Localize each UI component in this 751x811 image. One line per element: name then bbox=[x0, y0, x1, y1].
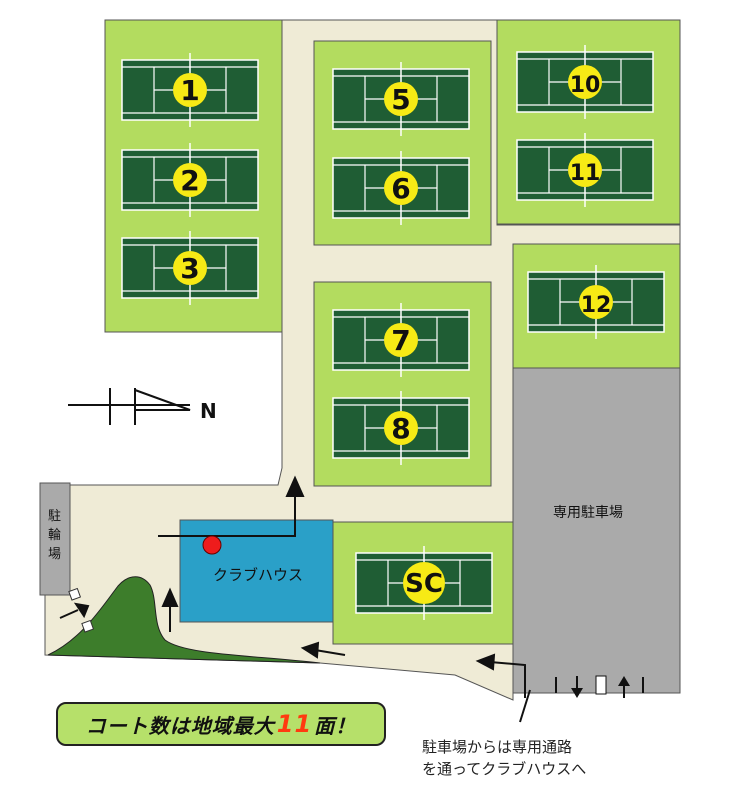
court-label: 7 bbox=[391, 324, 410, 357]
parking-gate bbox=[555, 675, 644, 698]
court-label: 6 bbox=[391, 172, 410, 205]
court-5: 5 bbox=[332, 62, 470, 136]
north-compass-icon bbox=[68, 388, 191, 425]
court-marker-icon bbox=[568, 153, 602, 187]
court-label: 11 bbox=[570, 161, 601, 186]
clubhouse-entrance-dot bbox=[202, 535, 222, 555]
court-marker-icon bbox=[384, 323, 418, 357]
parking-label: 専用駐車場 bbox=[553, 504, 623, 521]
court-label: 3 bbox=[180, 252, 199, 285]
gate-marker bbox=[68, 587, 82, 601]
court-marker-icon bbox=[384, 411, 418, 445]
court-10: 10 bbox=[516, 45, 654, 119]
court-12: 12 bbox=[527, 265, 665, 339]
gate-marker bbox=[81, 619, 95, 633]
court-label: 8 bbox=[391, 412, 410, 445]
parking-route-note: 駐車場からは専用通路 を通ってクラブハウスへ bbox=[422, 736, 586, 780]
banner-suffix: 面！ bbox=[314, 713, 357, 738]
court-6: 6 bbox=[332, 151, 470, 225]
court-marker-icon bbox=[173, 163, 207, 197]
route-arrows bbox=[59, 475, 531, 723]
court-label: 10 bbox=[570, 73, 601, 98]
bicycle-parking bbox=[39, 482, 71, 596]
court-7: 7 bbox=[332, 303, 470, 377]
court-1: 1 bbox=[121, 53, 259, 127]
court-label: 1 bbox=[180, 74, 199, 107]
court-marker-icon bbox=[403, 562, 445, 604]
court-marker-icon bbox=[384, 82, 418, 116]
note-line-1: 駐車場からは専用通路 bbox=[422, 738, 573, 756]
court-3: 3 bbox=[121, 231, 259, 305]
note-line-2: を通ってクラブハウスへ bbox=[422, 760, 587, 778]
court-8: 8 bbox=[332, 391, 470, 465]
banner-number: 11 bbox=[276, 710, 313, 738]
parking-lot bbox=[512, 367, 681, 694]
north-label: N bbox=[200, 399, 217, 423]
banner-prefix: コート数は地域最大 bbox=[85, 713, 275, 738]
court-marker-icon bbox=[173, 73, 207, 107]
court-marker-icon bbox=[568, 65, 602, 99]
hill bbox=[47, 576, 321, 664]
court-label: 12 bbox=[581, 293, 612, 318]
bicycle-parking-label: 駐輪場 bbox=[48, 509, 61, 562]
court-2: 2 bbox=[121, 143, 259, 217]
court-11: 11 bbox=[516, 133, 654, 207]
court-label: 5 bbox=[391, 83, 410, 116]
clubhouse-label: クラブハウス bbox=[213, 566, 303, 584]
court-label: 2 bbox=[180, 164, 199, 197]
court-sc: SC bbox=[355, 546, 493, 620]
court-label: SC bbox=[405, 569, 443, 599]
court-marker-icon bbox=[579, 285, 613, 319]
court-marker-icon bbox=[173, 251, 207, 285]
court-marker-icon bbox=[384, 171, 418, 205]
